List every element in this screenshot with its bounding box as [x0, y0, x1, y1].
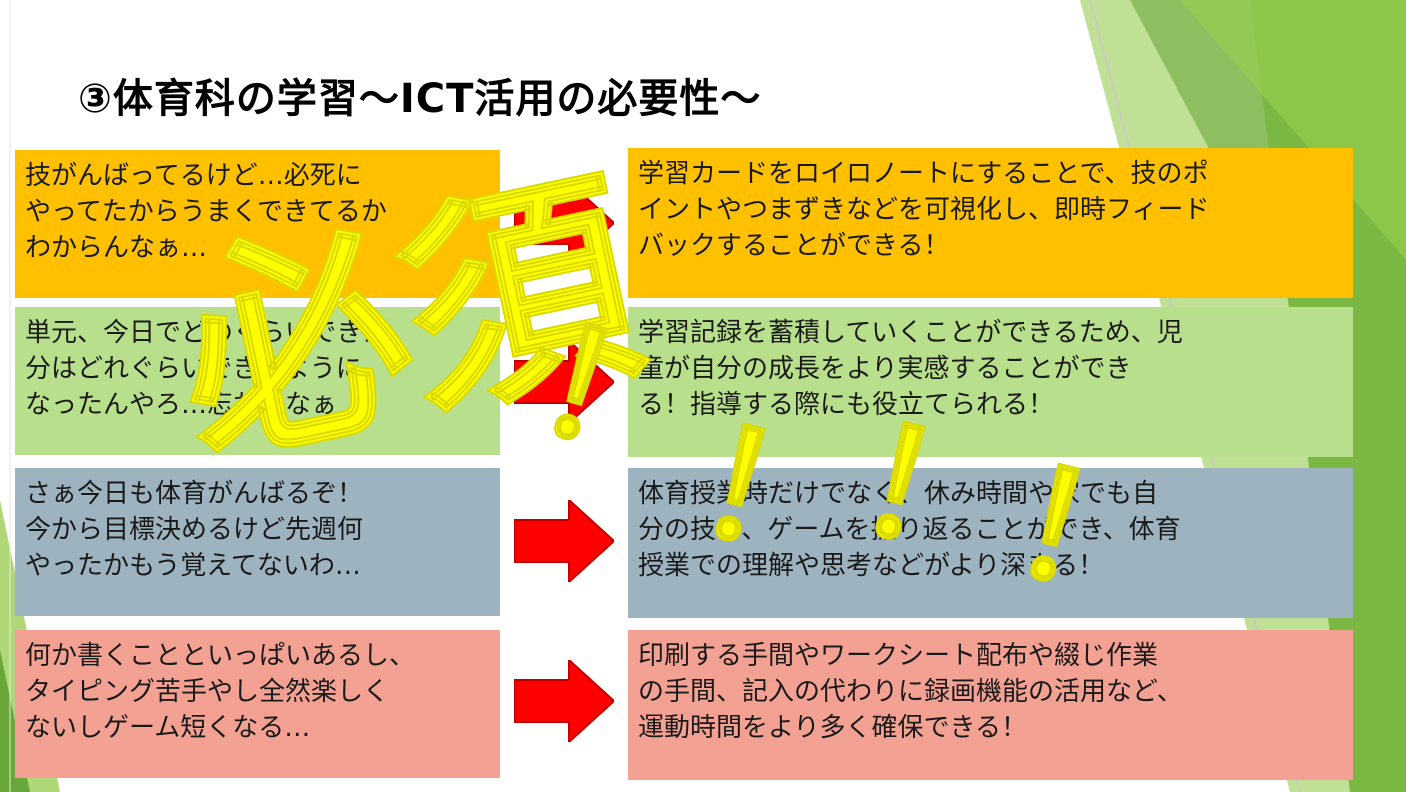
problem-4-line-1: 何か書くことといっぱいあるし、	[25, 641, 416, 671]
right-arrow-icon	[514, 660, 614, 742]
problem-1-line-3: わからんなぁ…	[25, 233, 208, 263]
page-title: ③体育科の学習～ICT活用の必要性～	[78, 76, 762, 122]
solution-box-1: 学習カードをロイロノートにすることで、技のポ イントやつまずきなどを可視化し、即…	[628, 148, 1353, 298]
solution-4-line-2: の手間、記入の代わりに録画機能の活用など、	[638, 677, 1183, 707]
right-arrow-icon	[514, 182, 614, 264]
solution-1-line-2: イントやつまずきなどを可視化し、即時フィード	[638, 195, 1210, 225]
problem-1-line-2: やってたからうまくできてるか	[25, 197, 387, 227]
problem-box-2: 単元、今日でどのくらいできた 分はどれぐらいできるように なったんやろ…忘れたな…	[15, 307, 500, 455]
solution-4-line-3: 運動時間をより多く確保できる！	[638, 713, 1027, 743]
solution-3-line-1: 体育授業時だけでなく、休み時間や家でも自	[638, 479, 1159, 509]
problem-4-line-3: ないしゲーム短くなる…	[25, 713, 311, 743]
solution-2-line-2: 童が自分の成長をより実感することができ	[638, 354, 1132, 384]
right-arrow-icon	[514, 500, 614, 582]
solution-box-2: 学習記録を蓄積していくことができるため、児 童が自分の成長をより実感することがで…	[628, 307, 1353, 457]
problem-box-1: 技がんばってるけど…必死に やってたからうまくできてるか わからんなぁ…	[15, 150, 500, 298]
solution-3-line-2: 分の技や、ゲームを振り返ることができ、体育	[638, 515, 1181, 545]
solution-box-3: 体育授業時だけでなく、休み時間や家でも自 分の技や、ゲームを振り返ることができ、…	[628, 468, 1353, 618]
solution-1-line-3: バックすることができる！	[638, 231, 950, 261]
right-arrow-icon	[514, 341, 614, 423]
problem-3-line-1: さぁ今日も体育がんばるぞ！	[25, 479, 364, 509]
solution-4-line-1: 印刷する手間やワークシート配布や綴じ作業	[638, 641, 1159, 671]
problem-2-line-1: 単元、今日でどのくらいできた	[25, 318, 389, 348]
problem-4-line-2: タイピング苦手やし全然楽しく	[25, 677, 390, 707]
problem-box-4: 何か書くことといっぱいあるし、 タイピング苦手やし全然楽しく ないしゲーム短くな…	[15, 630, 500, 778]
solution-2-line-3: る！指導する際にも役立てられる！	[638, 390, 1055, 420]
solution-3-line-3: 授業での理解や思考などがより深まる！	[638, 551, 1105, 581]
problem-1-line-1: 技がんばってるけど…必死に	[25, 161, 362, 191]
problem-3-line-3: やったかもう覚えてないわ…	[25, 551, 361, 581]
problem-3-line-2: 今から目標決めるけど先週何	[25, 515, 364, 545]
solution-box-4: 印刷する手間やワークシート配布や綴じ作業 の手間、記入の代わりに録画機能の活用な…	[628, 630, 1353, 780]
problem-2-line-2: 分はどれぐらいできるように	[25, 354, 362, 384]
solution-1-line-1: 学習カードをロイロノートにすることで、技のポ	[638, 159, 1209, 189]
solution-2-line-1: 学習記録を蓄積していくことができるため、児	[638, 318, 1183, 348]
problem-2-line-3: なったんやろ…忘れたなぁ	[25, 390, 338, 420]
problem-box-3: さぁ今日も体育がんばるぞ！ 今から目標決めるけど先週何 やったかもう覚えてないわ…	[15, 468, 500, 616]
